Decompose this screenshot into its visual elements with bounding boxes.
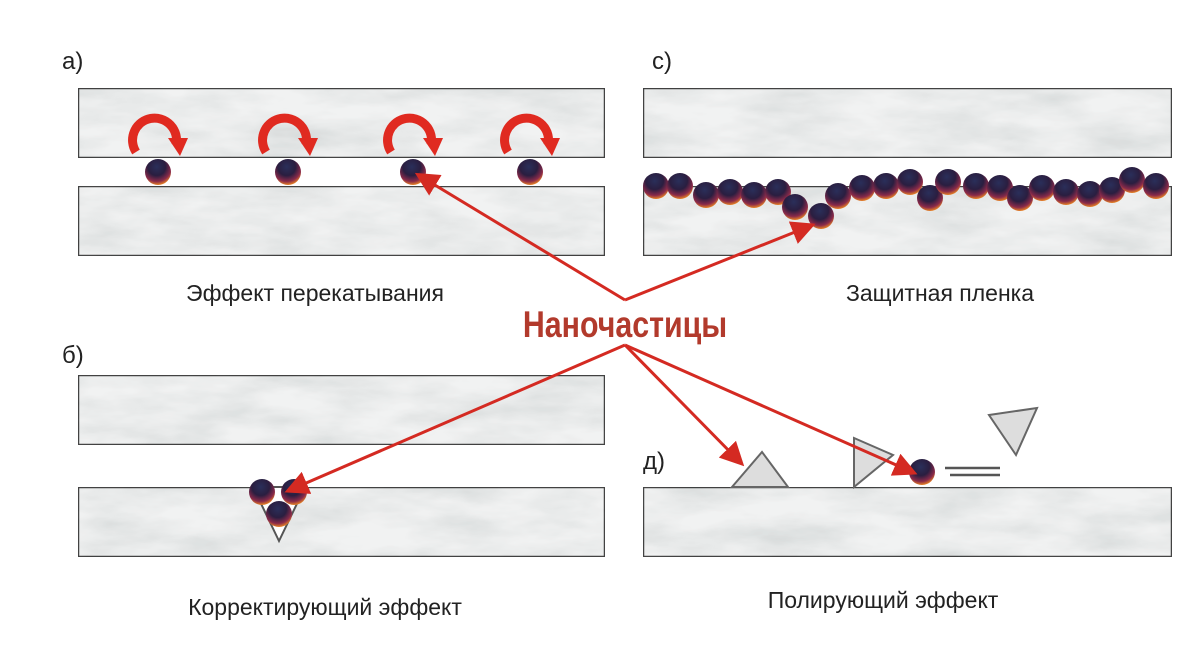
rotation-arrow-icon [500, 113, 554, 155]
slab [641, 86, 1174, 160]
panel-a-caption: Эффект перекатывания [186, 280, 444, 306]
nanoparticle [145, 159, 171, 185]
panel-b-letter: б) [62, 342, 84, 369]
rotation-arrow-icon [128, 113, 182, 155]
nanoparticle [1007, 185, 1033, 211]
slab [641, 485, 1174, 559]
nanoparticle [963, 173, 989, 199]
pointer-arrow [284, 343, 626, 494]
nanoparticle [693, 182, 719, 208]
nanoparticle [1077, 181, 1103, 207]
nanoparticle [400, 159, 426, 185]
nanoparticle [935, 169, 961, 195]
nanoparticle [249, 479, 275, 505]
nanoparticle [849, 175, 875, 201]
nanoparticle [1143, 173, 1169, 199]
nanoparticle [1053, 179, 1079, 205]
pointer-arrow [414, 172, 626, 302]
panel-b-caption: Корректирующий эффект [188, 594, 462, 620]
rotation-arrowhead-icon [168, 138, 188, 156]
pointer-arrow [624, 343, 918, 476]
slab [76, 184, 607, 258]
nanoparticle [782, 194, 808, 220]
nanoparticle [917, 185, 943, 211]
slabs [76, 86, 1174, 559]
pointer-arrows [284, 172, 918, 494]
nanoparticle [643, 173, 669, 199]
slab [76, 86, 607, 160]
pointer-arrow [624, 221, 816, 302]
rotation-arrowhead-icon [298, 138, 318, 156]
nanoparticle [825, 183, 851, 209]
pointer-arrow [623, 343, 745, 467]
nanoparticle [1119, 167, 1145, 193]
nanoparticle [275, 159, 301, 185]
abrasive-triangle [729, 450, 790, 488]
rotation-arrowhead-icon [540, 138, 560, 156]
nanoparticle [1029, 175, 1055, 201]
rotation-arrowhead-icon [423, 138, 443, 156]
rotation-arrow-icon [258, 113, 312, 155]
nanoparticle [517, 159, 543, 185]
nanoparticle [765, 179, 791, 205]
nanoparticle [717, 179, 743, 205]
floating-triangle [987, 406, 1039, 458]
panel-c-caption: Защитная пленка [845, 280, 1035, 306]
nanoparticle [987, 175, 1013, 201]
panel-d-letter: д) [643, 448, 665, 475]
nanoparticle [909, 459, 935, 485]
slab [76, 373, 607, 447]
nanoparticle [741, 182, 767, 208]
rotation-arrow-icon [383, 113, 437, 155]
nanoparticle [266, 501, 292, 527]
nanoparticles-label: Наночастицы [522, 304, 728, 345]
nanoparticle [667, 173, 693, 199]
panel-a-letter: а) [62, 48, 84, 75]
slab [76, 485, 607, 559]
nanoparticle [808, 203, 834, 229]
panel-c-letter: с) [652, 48, 672, 75]
nanoparticle [873, 173, 899, 199]
panel-d-caption: Полирующий эффект [767, 587, 999, 613]
nanoparticle [1099, 177, 1125, 203]
nanoparticles [145, 159, 1169, 527]
nanoparticle [897, 169, 923, 195]
